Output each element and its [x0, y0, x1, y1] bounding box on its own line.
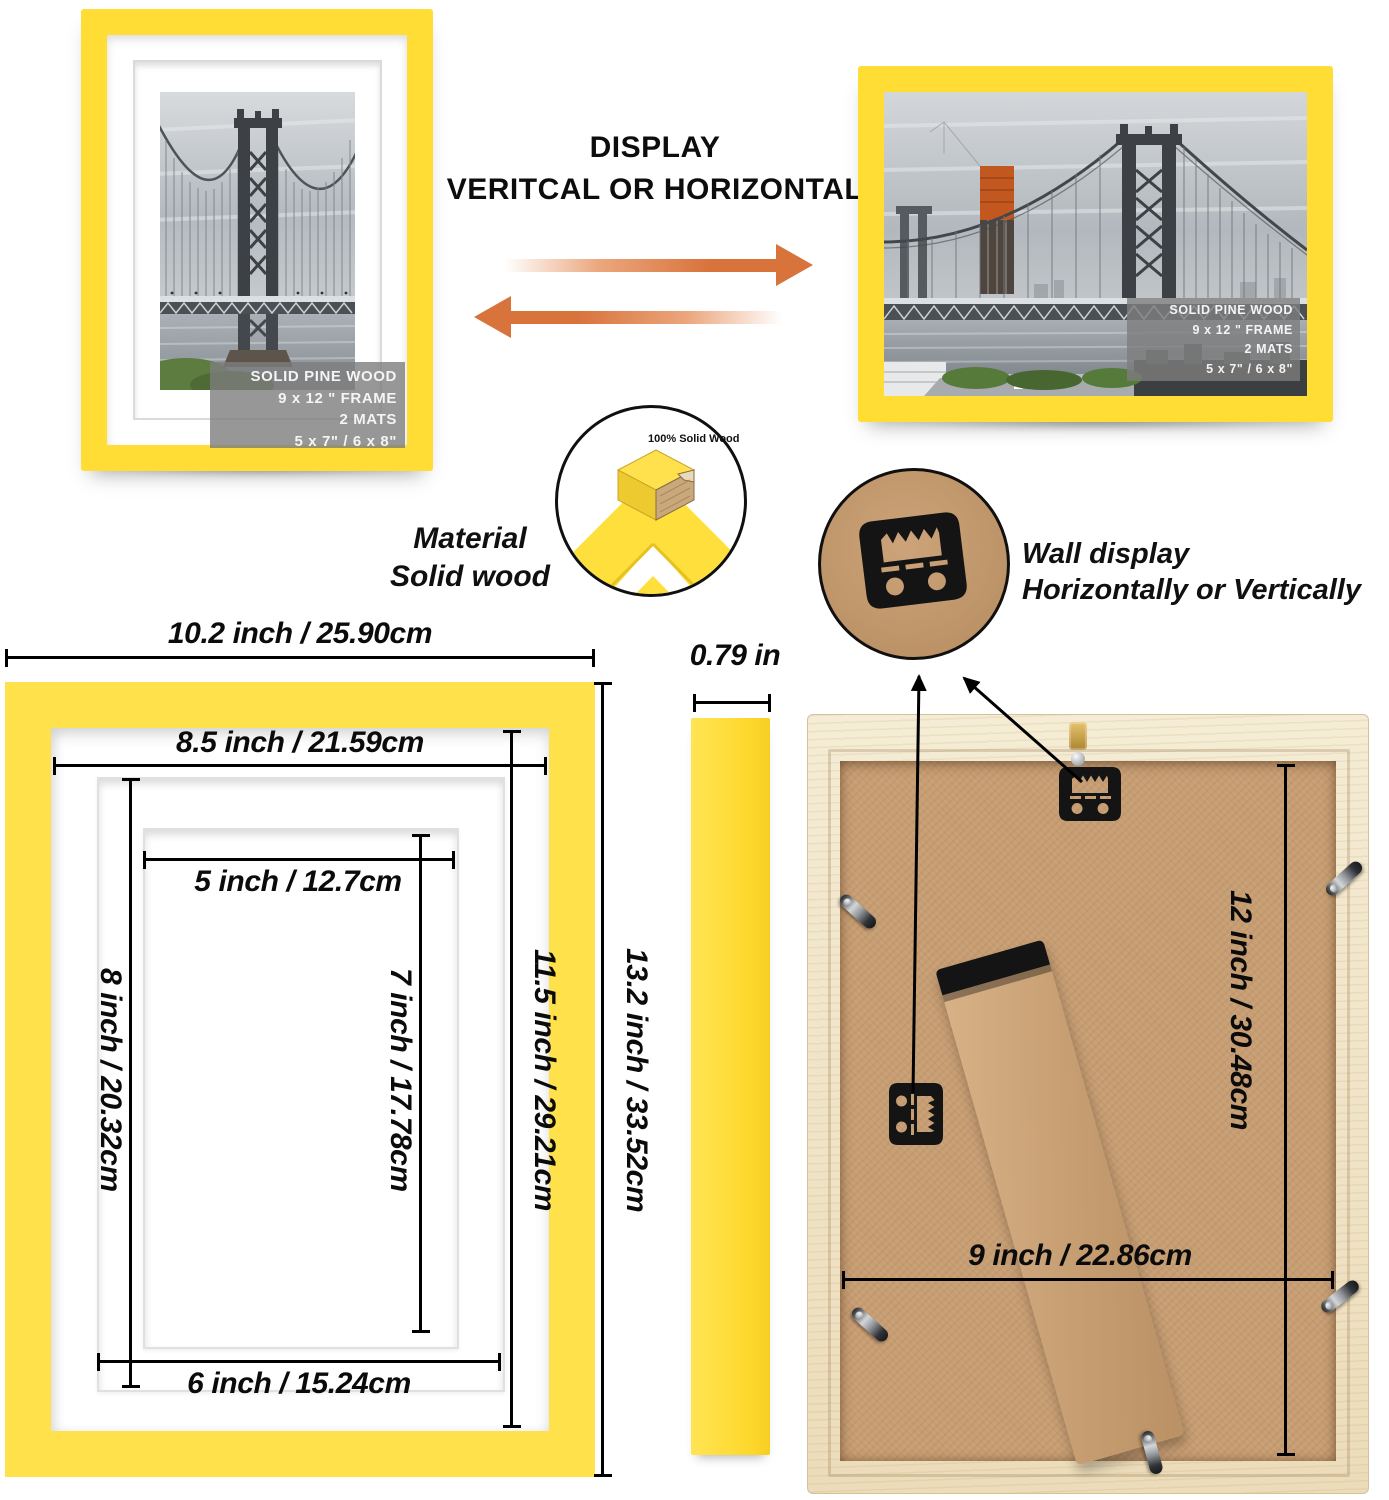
back-frame-lip	[828, 749, 1350, 1477]
display-heading-line1: DISPLAY	[589, 131, 721, 164]
arrow-left-icon	[474, 296, 511, 338]
dim-back-height-label: 12 inch / 30.48cm	[1223, 889, 1257, 1130]
bridge-photo-vertical-art	[160, 92, 355, 390]
solid-wood-label: 100% Solid Wood	[648, 433, 740, 445]
frame-spec-badge-vertical: SOLID PINE WOOD 9 x 12 " FRAME 2 MATS 5 …	[210, 362, 405, 450]
bridge-photo-horizontal-art	[884, 92, 1307, 396]
dim-outer-height-label: 13.2 inch / 33.52cm	[619, 947, 653, 1213]
badge-line: 5 x 7" / 6 x 8"	[294, 432, 397, 450]
dim-back-width-line	[842, 1270, 1334, 1289]
dim-large-opening-height-line	[121, 778, 140, 1388]
dim-small-opening-width-label: 5 inch / 12.7cm	[194, 865, 402, 898]
badge-line: 5 x 7" / 6 x 8"	[1206, 361, 1293, 376]
brass-clip-icon	[1069, 722, 1087, 750]
arrow-right-shaft	[505, 259, 777, 272]
frame-corner-art	[558, 449, 744, 594]
frame-spec-badge-horizontal: SOLID PINE WOOD 9 x 12 " FRAME 2 MATS 5 …	[1127, 298, 1300, 381]
material-circle	[555, 405, 747, 597]
callout-arrows	[910, 674, 1083, 1094]
dim-large-opening-width-line	[97, 1352, 501, 1371]
badge-line: 9 x 12 " FRAME	[278, 389, 397, 407]
display-heading-line2: VERITCAL OR HORIZONTAL	[446, 173, 864, 206]
bridge-photo-vertical	[160, 92, 355, 390]
badge-line: 2 MATS	[339, 411, 397, 428]
dim-depth-line	[693, 693, 771, 712]
horizontal-frame	[858, 66, 1333, 422]
front-diagram-opening-small	[143, 828, 459, 1349]
dim-outer-width-label: 10.2 inch / 25.90cm	[167, 617, 433, 650]
material-title-line2: Solid wood	[390, 560, 550, 593]
dim-depth-label: 0.79 in	[689, 639, 781, 672]
front-diagram-mat	[51, 728, 549, 1431]
brass-clip-ball	[1071, 752, 1085, 766]
dim-mat-height-line	[502, 730, 521, 1428]
sawtooth-hanger-side-icon	[889, 1083, 943, 1145]
dim-mat-height-label: 11.5 inch / 29.21cm	[527, 948, 561, 1211]
dim-outer-height-line	[593, 682, 612, 1477]
dim-mat-width-label: 8.5 inch / 21.59cm	[176, 726, 424, 759]
dim-back-height-line	[1276, 764, 1295, 1456]
badge-line: SOLID PINE WOOD	[1169, 303, 1293, 317]
sawtooth-hanger-top-icon	[1059, 767, 1121, 821]
wall-display-line1: Wall display	[1022, 538, 1190, 570]
dim-small-opening-height-line	[411, 834, 430, 1333]
dim-large-opening-width-label: 6 inch / 15.24cm	[187, 1367, 411, 1400]
sawtooth-hanger-icon	[859, 512, 967, 609]
dim-back-width-label: 9 inch / 22.86cm	[968, 1239, 1192, 1272]
badge-line: 9 x 12 " FRAME	[1192, 322, 1293, 337]
arrow-left-shaft	[510, 311, 782, 324]
wall-display-circle	[818, 468, 1010, 660]
dim-outer-width-line	[5, 648, 595, 667]
material-title-line1: Material	[413, 522, 527, 555]
arrow-right-icon	[776, 244, 813, 286]
badge-line: 2 MATS	[1244, 342, 1293, 356]
badge-line: SOLID PINE WOOD	[250, 368, 397, 385]
dim-small-opening-height-label: 7 inch / 17.78cm	[383, 968, 417, 1192]
dim-small-opening-width-line	[143, 850, 455, 869]
dim-mat-width-line	[53, 756, 547, 775]
frame-side-profile	[691, 718, 770, 1455]
dim-large-opening-height-label: 8 inch / 20.32cm	[93, 968, 127, 1192]
wall-display-line2: Horizontally or Vertically	[1022, 574, 1361, 606]
front-diagram-frame	[5, 682, 595, 1477]
